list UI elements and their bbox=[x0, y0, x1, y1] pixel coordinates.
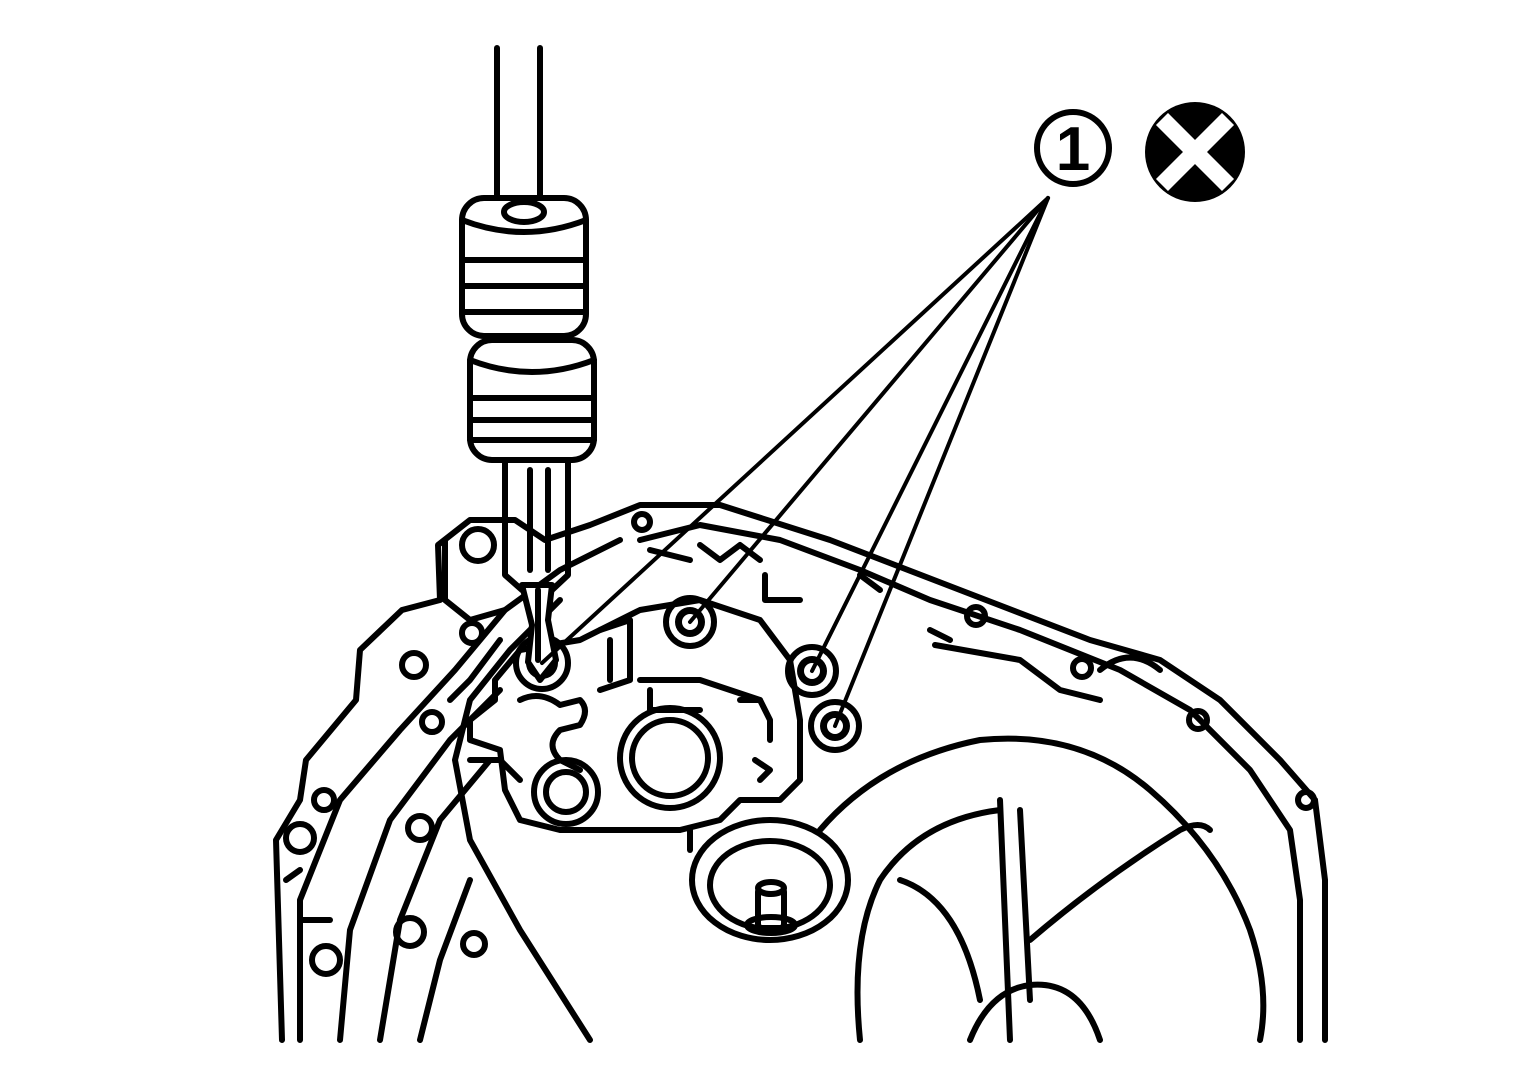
callout-leader-lines bbox=[540, 196, 1050, 728]
callout-1: 1 bbox=[1034, 109, 1112, 187]
x-mark-icon bbox=[1145, 102, 1245, 202]
transaxle-housing bbox=[273, 502, 1328, 1043]
callout-number: 1 bbox=[1056, 115, 1090, 184]
output-shaft-boss bbox=[689, 817, 851, 943]
slide-hammer-tool bbox=[459, 45, 597, 683]
clutch-housing bbox=[817, 735, 1267, 1043]
callout-1-circle bbox=[1034, 109, 1112, 187]
